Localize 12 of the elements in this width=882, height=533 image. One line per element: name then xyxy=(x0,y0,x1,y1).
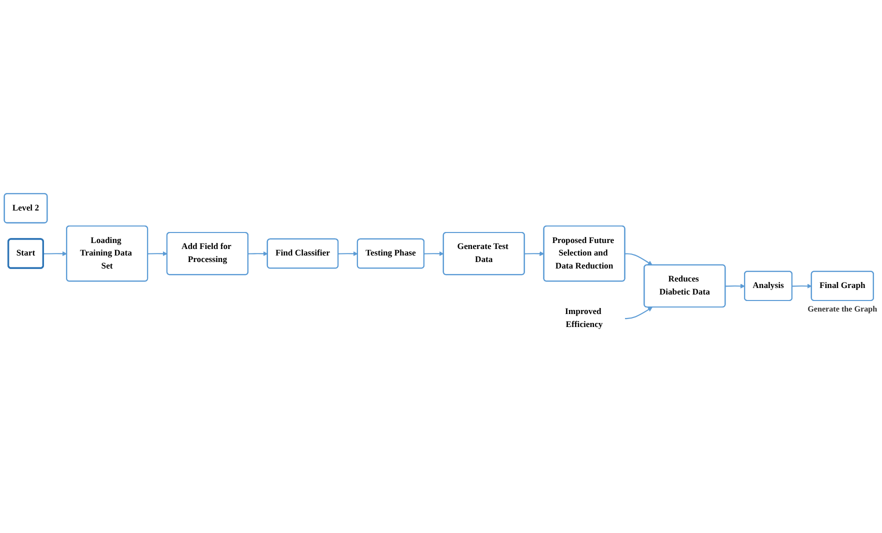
arrow xyxy=(625,253,652,266)
arrow xyxy=(625,307,652,320)
arrow xyxy=(338,251,358,256)
arrow xyxy=(43,251,68,256)
arrow xyxy=(725,284,746,288)
arrow xyxy=(792,284,812,288)
node-text: Improved Efficiency xyxy=(565,306,603,330)
arrow xyxy=(424,251,444,256)
arrow xyxy=(148,251,168,256)
node-caption: Generate the Graph xyxy=(808,304,878,314)
arrow xyxy=(248,251,268,256)
arrow xyxy=(524,251,544,256)
